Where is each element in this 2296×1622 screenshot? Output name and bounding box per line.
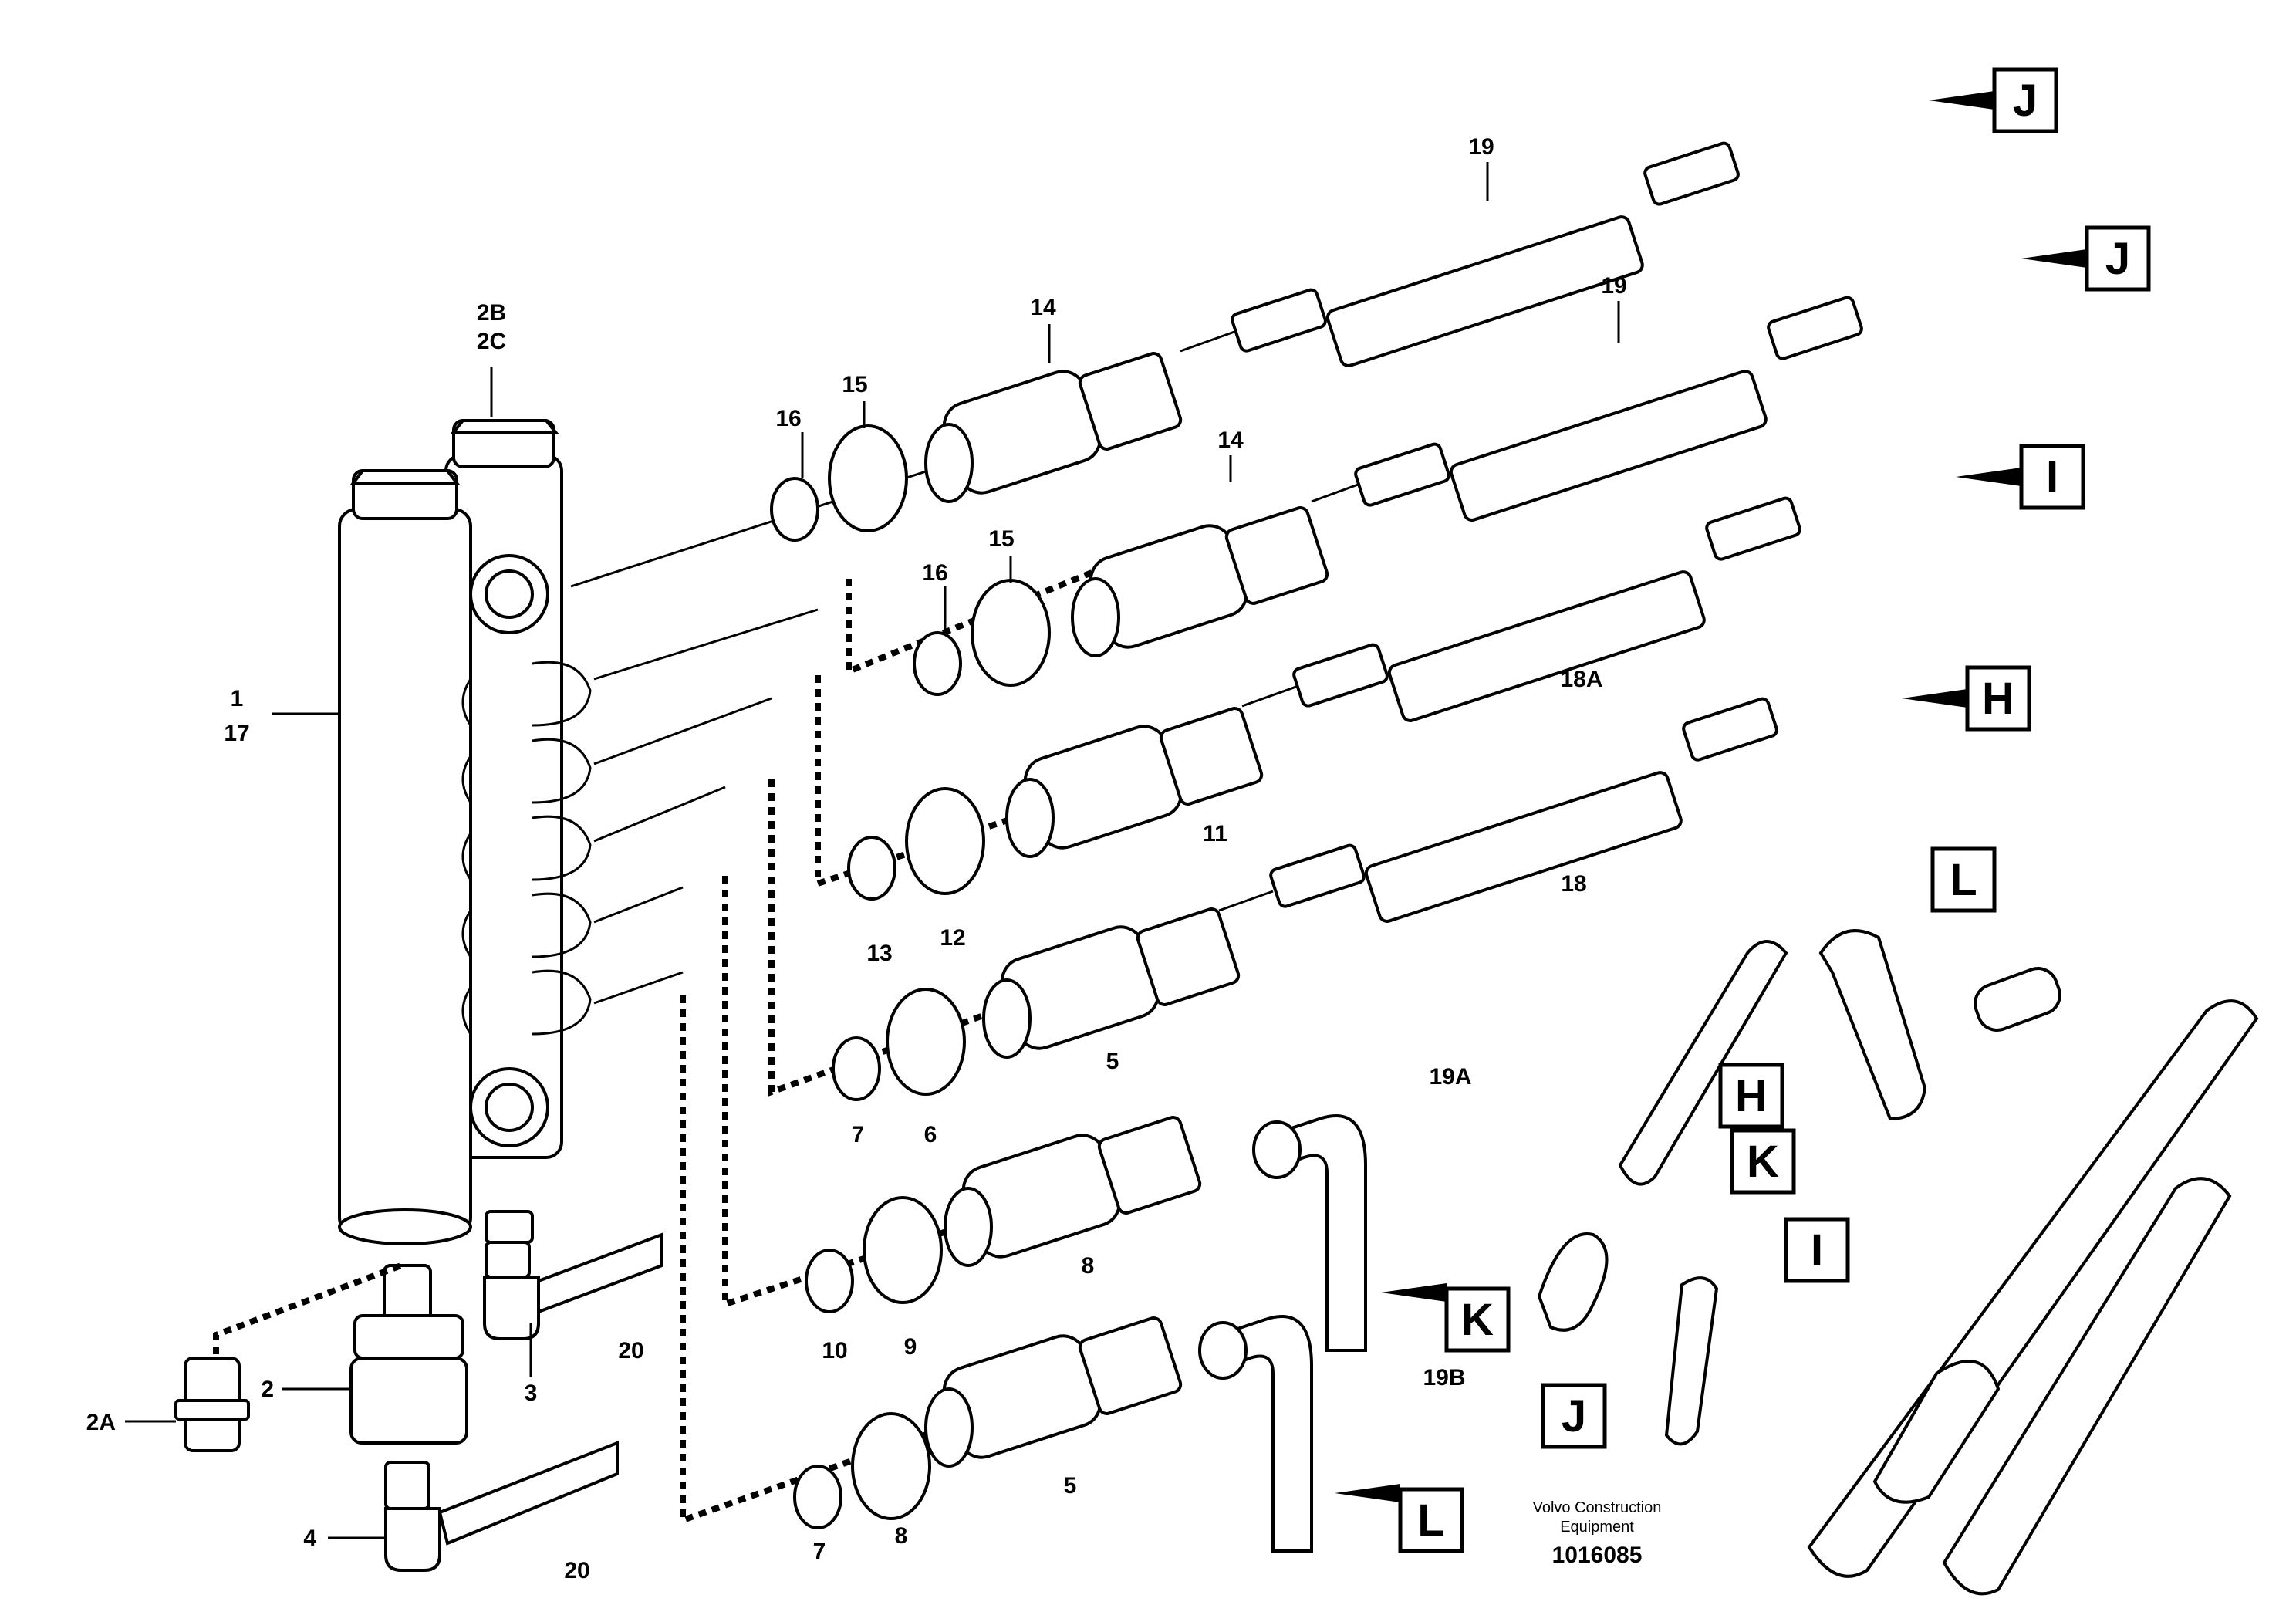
callout-19B: 19B <box>1423 1365 1465 1391</box>
ref-arrows <box>1335 91 2087 1502</box>
callout-12: 12 <box>940 925 965 951</box>
callout-2C: 2C <box>477 329 506 354</box>
footer-brand-line1: Volvo Construction <box>1533 1499 1662 1516</box>
adapters <box>924 352 1329 1468</box>
callout-2A: 2A <box>86 1410 116 1435</box>
callout-2: 2 <box>261 1377 274 1402</box>
callout-19-b: 19 <box>1601 273 1626 299</box>
ref-box-k-1: K <box>1444 1286 1511 1353</box>
callout-18A: 18A <box>1560 667 1602 692</box>
svg-text:H: H <box>1982 674 2014 724</box>
svg-text:H: H <box>1735 1071 1768 1121</box>
callout-20-a: 20 <box>618 1338 643 1363</box>
svg-text:K: K <box>1461 1295 1494 1345</box>
leader-lines <box>125 162 1620 1539</box>
svg-text:I: I <box>1811 1225 1823 1276</box>
callout-9: 9 <box>904 1334 917 1360</box>
callout-16-a: 16 <box>775 406 801 431</box>
bottom-fittings <box>174 1232 663 1572</box>
callout-11: 11 <box>1203 821 1227 846</box>
hoses <box>1180 141 1863 1553</box>
callout-16-b: 16 <box>922 560 947 586</box>
callout-3: 3 <box>525 1380 538 1406</box>
manifold-block <box>338 419 592 1245</box>
ref-boxes: J J I H L H K I K J L <box>1398 67 2151 1553</box>
callout-8-a: 8 <box>1082 1253 1095 1279</box>
callout-13: 13 <box>866 941 892 966</box>
ref-box-j-3: J <box>1541 1383 1607 1449</box>
svg-text:J: J <box>2105 234 2130 284</box>
ref-box-l-1: L <box>1930 846 1997 913</box>
callout-10: 10 <box>822 1338 847 1363</box>
callouts: 1 17 2B 2C 2 2A 3 4 20 20 16 15 14 19 19… <box>86 134 1627 1583</box>
svg-text:I: I <box>2046 452 2058 502</box>
ref-box-l-2: L <box>1398 1487 1464 1553</box>
callout-15-a: 15 <box>842 372 867 397</box>
footer-brand-line2: Equipment <box>1560 1519 1634 1536</box>
ref-box-i-1: I <box>2019 444 2085 510</box>
callout-6: 6 <box>924 1122 937 1147</box>
svg-text:K: K <box>1747 1137 1779 1187</box>
linkage-assembly <box>1537 929 2259 1596</box>
callout-20-b: 20 <box>564 1558 589 1583</box>
ref-box-j-2: J <box>2085 225 2151 292</box>
callout-14-a: 14 <box>1030 295 1056 320</box>
svg-text:J: J <box>2013 76 2038 126</box>
callout-5-a: 5 <box>1106 1049 1119 1074</box>
svg-text:L: L <box>1417 1495 1444 1546</box>
callout-7-b: 7 <box>813 1539 826 1564</box>
callout-1: 1 <box>231 686 244 711</box>
callout-19A: 19A <box>1429 1064 1471 1090</box>
callout-7-a: 7 <box>852 1122 865 1147</box>
callout-15-b: 15 <box>988 526 1014 552</box>
callout-19-a: 19 <box>1468 134 1494 160</box>
callout-2B: 2B <box>477 300 506 326</box>
footer: Volvo Construction Equipment 1016085 <box>1533 1499 1662 1568</box>
ref-box-h-1: H <box>1965 665 2031 732</box>
ref-box-i-2: I <box>1784 1217 1850 1283</box>
callout-4: 4 <box>303 1526 316 1551</box>
callout-8-b: 8 <box>895 1523 908 1549</box>
o-rings <box>770 424 1051 1529</box>
svg-text:J: J <box>1562 1391 1586 1441</box>
ref-box-h-2: H <box>1718 1063 1784 1129</box>
svg-text:L: L <box>1950 855 1977 905</box>
callout-14-b: 14 <box>1217 427 1244 453</box>
drawing-number: 1016085 <box>1552 1543 1643 1568</box>
callout-18: 18 <box>1561 871 1586 897</box>
ref-box-k-2: K <box>1730 1128 1796 1195</box>
ref-box-j-1: J <box>1992 67 2058 133</box>
callout-17: 17 <box>224 721 249 746</box>
callout-5-b: 5 <box>1064 1473 1077 1499</box>
